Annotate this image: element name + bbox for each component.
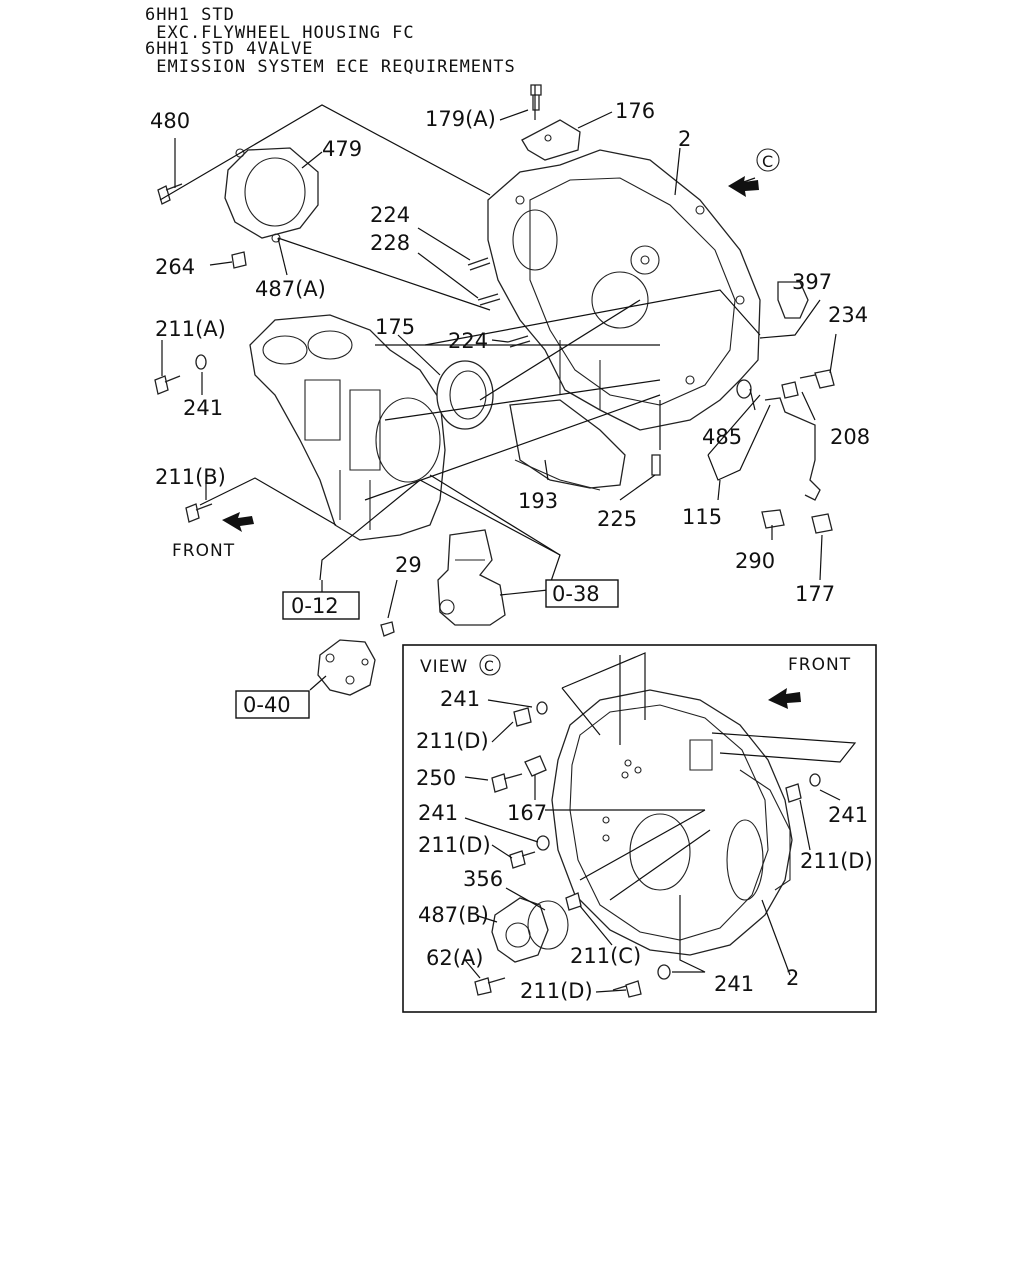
label-view-c-mark: C <box>762 152 773 171</box>
label-485: 485 <box>702 425 742 449</box>
label-224-mid: 224 <box>448 329 488 353</box>
label-176: 176 <box>615 99 655 123</box>
inset-cap-167-drawing <box>524 755 547 777</box>
label-241-left: 241 <box>183 396 223 420</box>
inset-view-mark: C <box>484 659 494 675</box>
inset-label-250: 250 <box>416 766 456 790</box>
header-line-4: EMISSION SYSTEM ECE REQUIREMENTS <box>145 57 516 77</box>
pump-assembly-drawing <box>437 529 506 626</box>
inset-view-label: VIEW <box>420 657 468 677</box>
leader-lines-main <box>159 85 837 691</box>
inset-label-211d-c: 211(D) <box>520 979 593 1003</box>
inset-front-label: FRONT <box>788 655 851 675</box>
inset-front-arrow <box>768 688 801 709</box>
oil-seal-175-drawing <box>436 360 494 430</box>
ref-box-0-12-label: 0-12 <box>291 594 339 618</box>
front-arrow-main <box>222 512 254 532</box>
header-line-3: 6HH1 STD 4VALVE <box>145 39 314 59</box>
label-225: 225 <box>597 507 637 531</box>
label-211b: 211(B) <box>155 465 226 489</box>
inset-label-211d-a: 211(D) <box>416 729 489 753</box>
header-line-1: 6HH1 STD <box>145 5 235 25</box>
key-29-drawing <box>380 621 395 637</box>
plate-193-drawing <box>509 399 626 491</box>
label-208: 208 <box>830 425 870 449</box>
inset-label-241-r: 241 <box>828 803 868 827</box>
label-179a: 179(A) <box>425 107 496 131</box>
inset-label-241-c: 241 <box>714 972 754 996</box>
view-c-arrow <box>728 176 759 197</box>
label-177: 177 <box>795 582 835 606</box>
label-175: 175 <box>375 315 415 339</box>
label-224-top: 224 <box>370 203 410 227</box>
inset-label-241-b: 241 <box>418 801 458 825</box>
inset-label-487b: 487(B) <box>418 903 489 927</box>
view-c-circle <box>756 148 780 172</box>
engine-block-drawing <box>249 314 446 541</box>
bolts-main-drawing <box>154 84 835 534</box>
inset-label-62a: 62(A) <box>426 946 483 970</box>
inset-view-c-circle <box>479 654 501 676</box>
label-193: 193 <box>518 489 558 513</box>
ref-box-0-12[interactable]: 0-12 <box>282 591 360 620</box>
label-234: 234 <box>828 303 868 327</box>
label-front-main: FRONT <box>172 541 235 561</box>
inset-label-2: 2 <box>786 966 799 990</box>
inset-label-356: 356 <box>463 867 503 891</box>
gear-assembly-drawing <box>317 639 376 696</box>
ref-box-0-40[interactable]: 0-40 <box>235 690 310 719</box>
header-line-2: EXC.FLYWHEEL HOUSING FC <box>145 23 415 43</box>
label-115: 115 <box>682 505 722 529</box>
label-264: 264 <box>155 255 195 279</box>
label-480: 480 <box>150 109 190 133</box>
ref-box-0-40-label: 0-40 <box>243 693 291 717</box>
inset-o-ring-356-drawing <box>527 900 569 950</box>
label-397: 397 <box>792 270 832 294</box>
inset-bolt-211d-a <box>513 707 532 727</box>
inset-label-211d-r: 211(D) <box>800 849 873 873</box>
label-228: 228 <box>370 231 410 255</box>
label-487a: 487(A) <box>255 277 326 301</box>
label-29: 29 <box>395 553 422 577</box>
bracket-176-drawing <box>521 119 581 161</box>
label-2-main: 2 <box>678 127 691 151</box>
label-290: 290 <box>735 549 775 573</box>
cover-plate-479-drawing <box>224 147 319 243</box>
ref-box-0-38[interactable]: 0-38 <box>545 579 619 608</box>
ref-box-0-38-label: 0-38 <box>552 582 600 606</box>
flywheel-housing-drawing <box>487 149 761 431</box>
label-211a: 211(A) <box>155 317 226 341</box>
inset-label-211d-b: 211(D) <box>418 833 491 857</box>
view-c-inset: VIEW C FRONT <box>402 644 877 1013</box>
inset-label-167: 167 <box>507 801 547 825</box>
inset-label-211c: 211(C) <box>570 944 641 968</box>
label-479: 479 <box>322 137 362 161</box>
inset-label-241-a: 241 <box>440 687 480 711</box>
